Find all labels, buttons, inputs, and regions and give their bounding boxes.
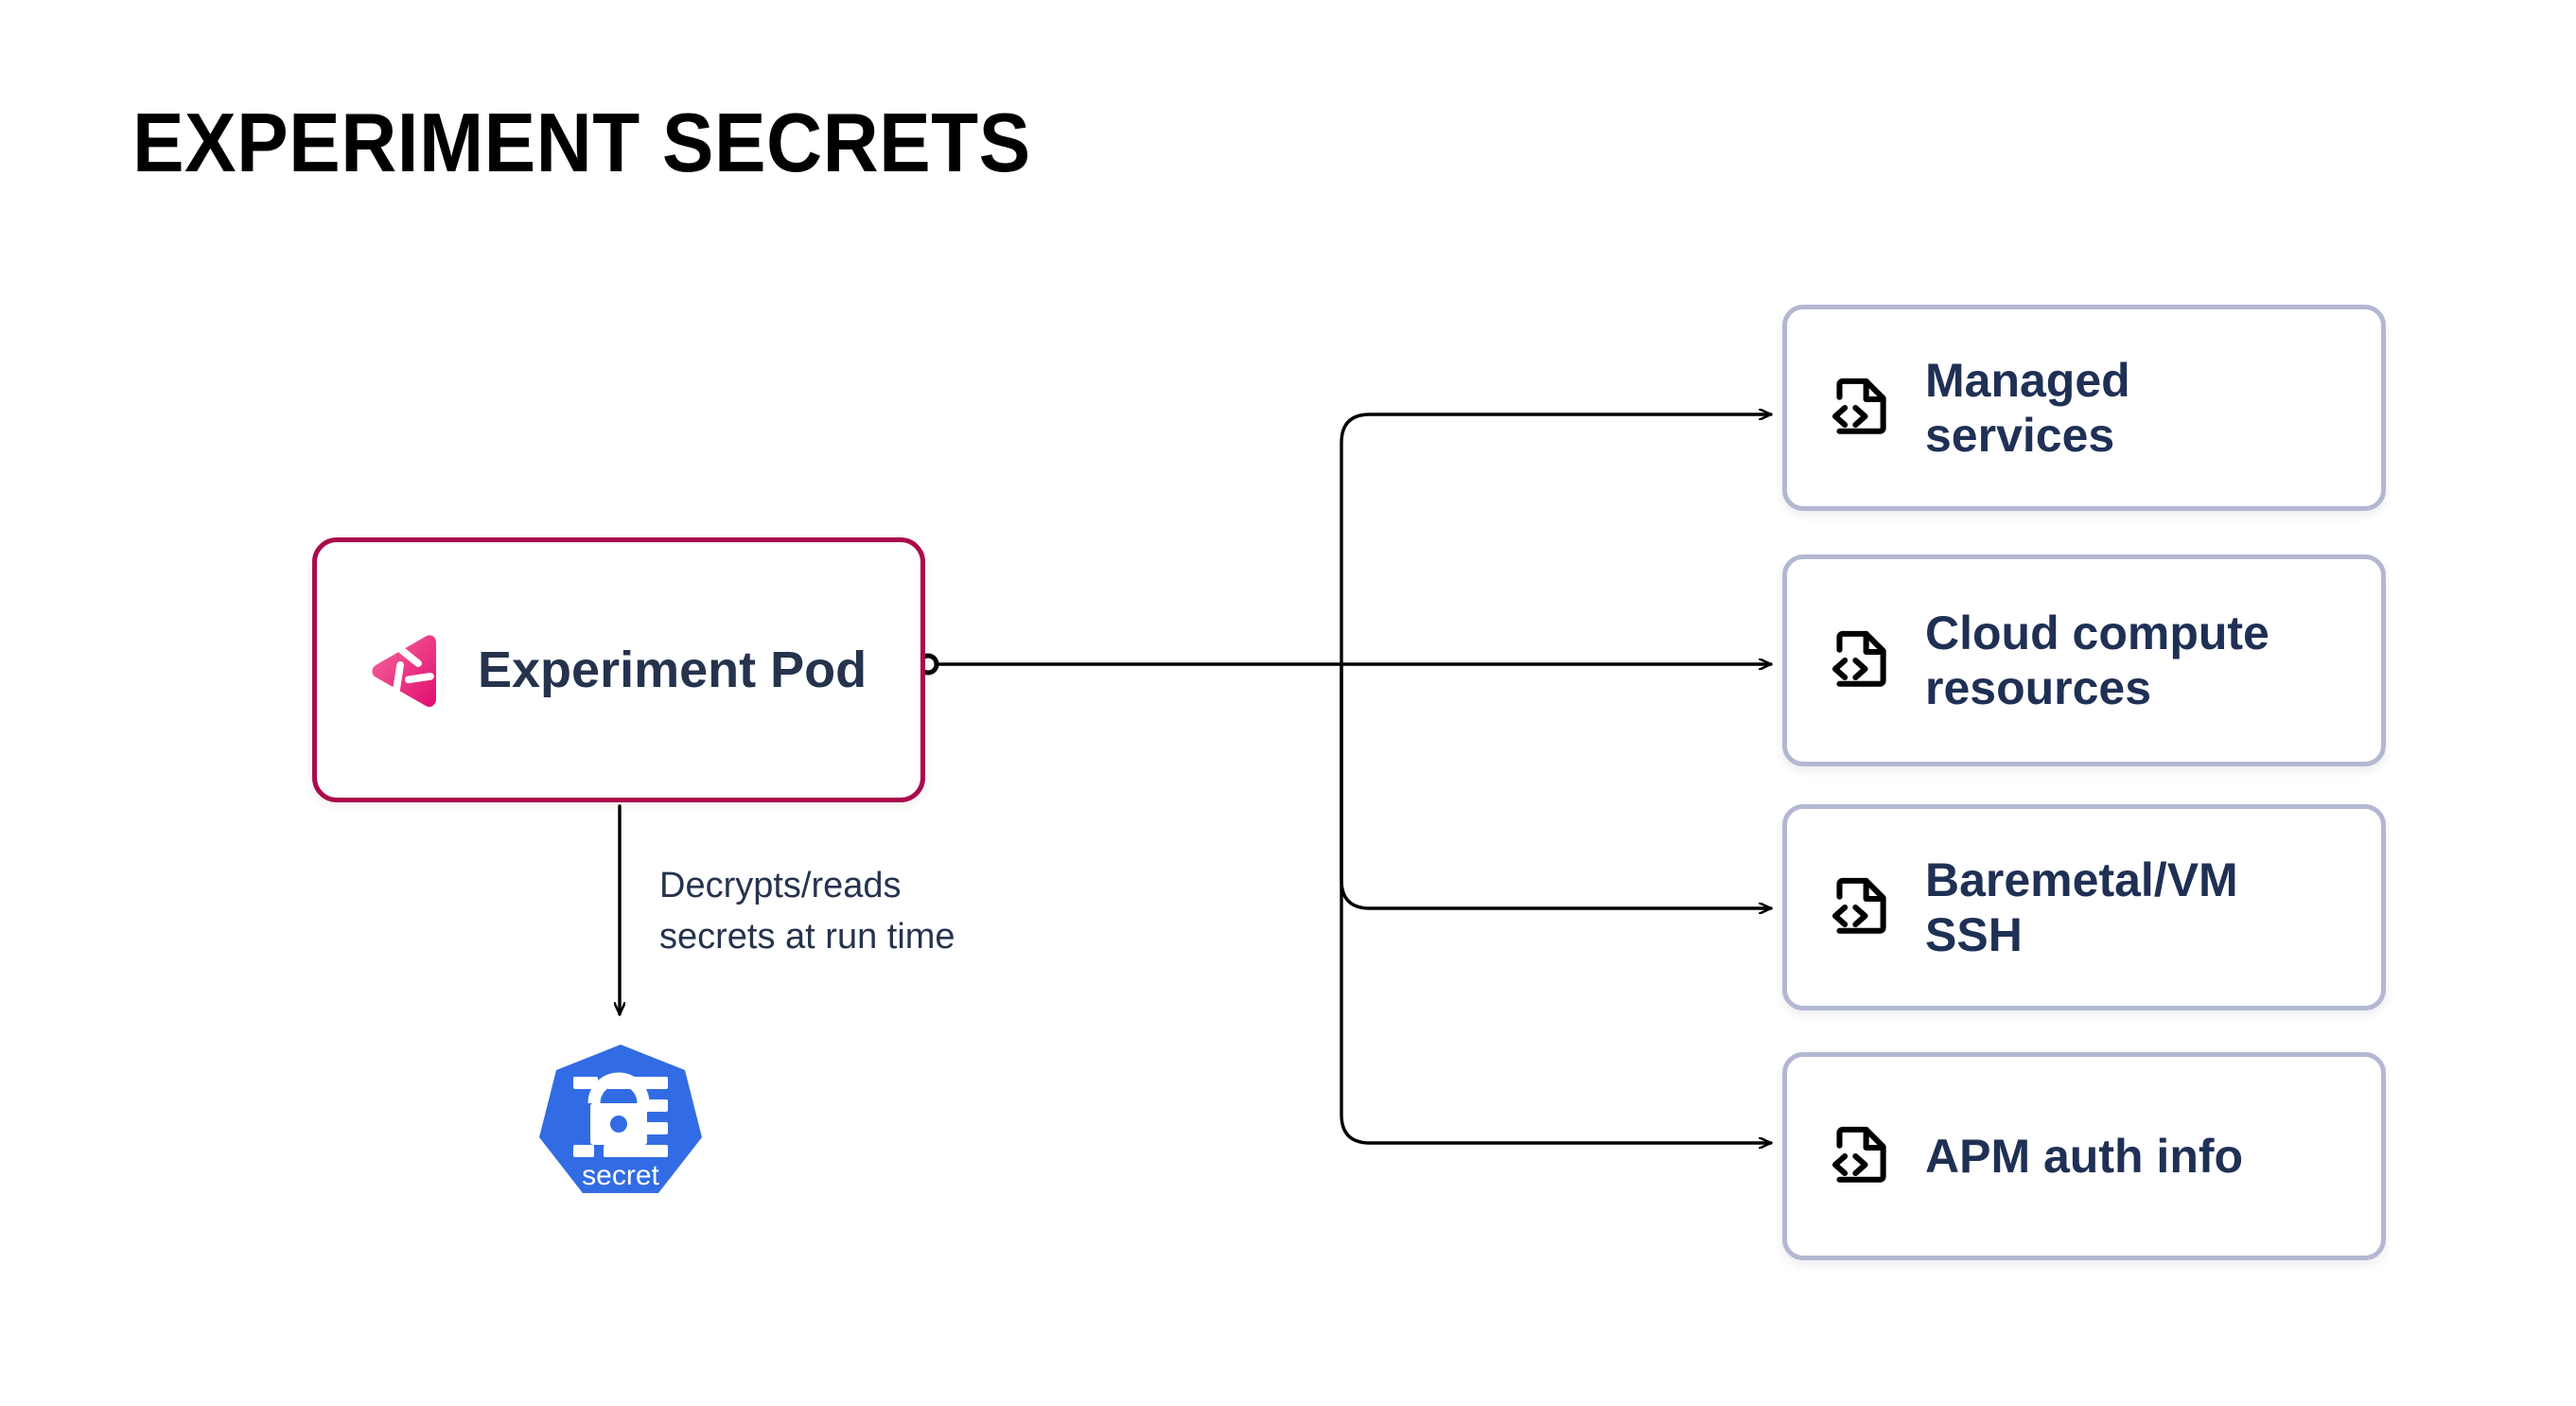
target-card-label: Managed services xyxy=(1925,353,2130,463)
gremlin-logo-icon xyxy=(372,635,436,708)
target-card-label: Baremetal/VM SSH xyxy=(1925,852,2238,962)
file-code-icon xyxy=(1831,1126,1886,1183)
file-code-icon xyxy=(1831,378,1886,434)
edge-to-apm-auth xyxy=(1340,662,1773,1143)
page-title: EXPERIMENT SECRETS xyxy=(132,96,1031,189)
secret-label: secret xyxy=(582,1160,659,1191)
experiment-pod-label: Experiment Pod xyxy=(478,641,867,698)
file-code-icon xyxy=(1831,630,1886,687)
kubernetes-secret-icon: secret xyxy=(539,1045,702,1193)
target-card-baremetal-vm-ssh[interactable]: Baremetal/VM SSH xyxy=(1782,804,2386,1011)
file-code-icon xyxy=(1831,877,1886,934)
kubernetes-secret-node[interactable]: secret xyxy=(535,1041,706,1226)
target-card-label: APM auth info xyxy=(1925,1129,2244,1183)
target-card-apm-auth-info[interactable]: APM auth info xyxy=(1782,1052,2386,1260)
edge-label-decrypts-reads: Decrypts/reads secrets at run time xyxy=(659,866,955,957)
target-card-cloud-compute-resources[interactable]: Cloud compute resources xyxy=(1782,554,2386,766)
edge-to-managed-services xyxy=(1340,414,1773,666)
target-card-label: Cloud compute resources xyxy=(1925,606,2269,715)
target-card-managed-services[interactable]: Managed services xyxy=(1782,305,2386,511)
experiment-pod-node[interactable]: Experiment Pod xyxy=(312,537,925,802)
edge-to-baremetal-ssh xyxy=(1340,662,1773,908)
